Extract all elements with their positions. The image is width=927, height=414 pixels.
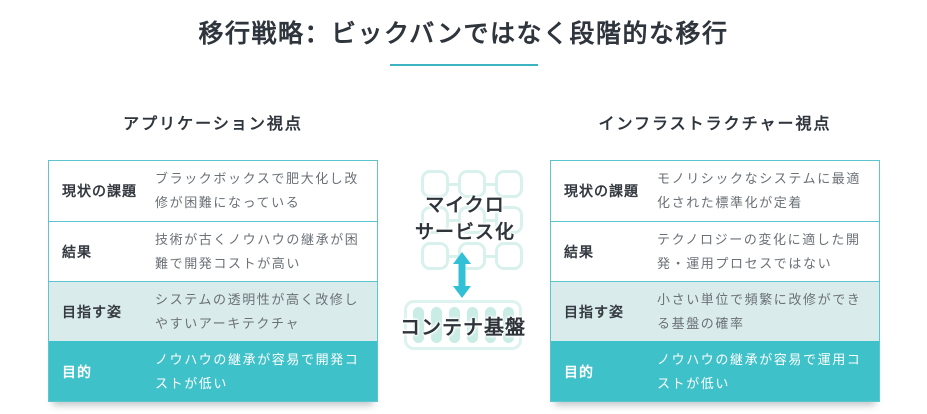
microservices-label: マイクロ サービス化: [395, 192, 535, 246]
infrastructure-table: 現状の課題 モノリシックなシステムに最適化された標準化が定着 結果 テクノロジー…: [550, 160, 880, 402]
table-row: 結果 テクノロジーの変化に適した開発・運用プロセスではない: [551, 221, 879, 281]
title-underline: [390, 64, 538, 66]
service-square: [495, 170, 523, 198]
row-value: ノウハウの継承が容易で開発コストが低い: [155, 351, 360, 391]
double-arrow-icon: [453, 252, 471, 298]
container-pill: [448, 307, 460, 343]
container-pill: [502, 307, 514, 343]
service-square: [421, 170, 449, 198]
service-link: [449, 219, 458, 222]
service-square: [495, 242, 523, 270]
container-pills-icon: [404, 300, 522, 350]
right-panel-header: インフラストラクチャー視点: [598, 116, 832, 133]
microservices-grid-icon: [421, 170, 523, 270]
row-label: 目的: [564, 363, 594, 380]
container-pill: [484, 307, 496, 343]
service-square: [495, 206, 523, 234]
service-square: [458, 170, 486, 198]
container-pill: [412, 307, 424, 343]
row-value: 技術が古くノウハウの継承が困難で開発コストが高い: [155, 231, 360, 271]
application-table: 現状の課題 ブラックボックスで肥大化し改修が困難になっている 結果 技術が古くノ…: [48, 160, 378, 402]
table-row: 現状の課題 ブラックボックスで肥大化し改修が困難になっている: [49, 161, 377, 221]
service-link: [449, 183, 458, 186]
service-square: [421, 206, 449, 234]
row-value: ブラックボックスで肥大化し改修が困難になっている: [155, 171, 360, 210]
row-label: 現状の課題: [564, 183, 639, 199]
row-label: 目指す姿: [62, 303, 122, 320]
service-link: [486, 183, 495, 186]
row-label: 結果: [564, 243, 594, 260]
page-title: 移行戦略：ビックバンではなく段階的な移行: [198, 20, 729, 48]
service-link: [486, 255, 495, 258]
row-label: 目指す姿: [564, 303, 624, 320]
container-pill: [466, 307, 478, 343]
service-link: [486, 219, 495, 222]
table-row: 結果 技術が古くノウハウの継承が困難で開発コストが高い: [49, 221, 377, 281]
container-pill: [430, 307, 442, 343]
table-row: 目的 ノウハウの継承が容易で開発コストが低い: [49, 341, 377, 401]
table-row: 現状の課題 モノリシックなシステムに最適化された標準化が定着: [551, 161, 879, 221]
container-platform-label: コンテナ基盤: [400, 317, 526, 339]
row-value: 小さい単位で頻繁に改修ができる基盤の確率: [657, 291, 862, 331]
row-value: テクノロジーの変化に適した開発・運用プロセスではない: [657, 231, 861, 271]
table-row: 目的 ノウハウの継承が容易で運用コストが低い: [551, 341, 879, 401]
row-value: ノウハウの継承が容易で運用コストが低い: [657, 351, 862, 391]
row-label: 現状の課題: [62, 183, 137, 199]
service-square: [458, 206, 486, 234]
table-row: 目指す姿 小さい単位で頻繁に改修ができる基盤の確率: [551, 281, 879, 341]
service-link: [449, 255, 458, 258]
left-panel-header: アプリケーション視点: [123, 116, 303, 133]
microservices-label-line1: マイクロ: [425, 195, 505, 216]
service-square: [421, 242, 449, 270]
table-row: 目指す姿 システムの透明性が高く改修しやすいアーキテクチャ: [49, 281, 377, 341]
row-value: システムの透明性が高く改修しやすいアーキテクチャ: [155, 291, 360, 331]
row-value: モノリシックなシステムに最適化された標準化が定着: [657, 171, 862, 210]
row-label: 目的: [62, 363, 92, 380]
microservices-label-line2: サービス化: [414, 222, 515, 243]
row-label: 結果: [62, 243, 92, 260]
